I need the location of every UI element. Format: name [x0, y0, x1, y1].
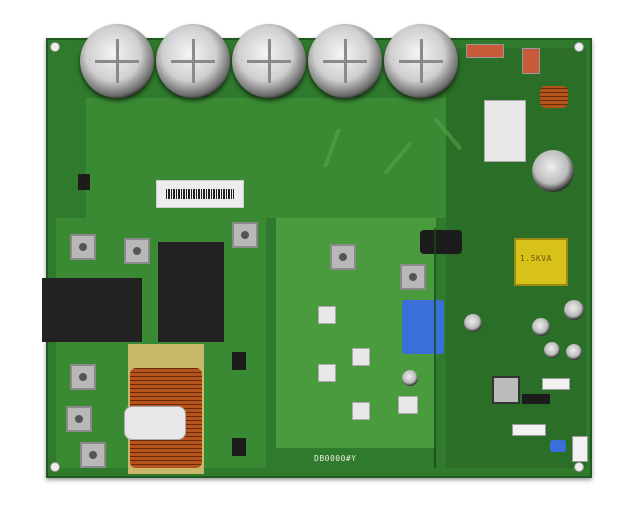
electrolytic-capacitor-small [566, 344, 582, 360]
electrolytic-capacitor-small [532, 318, 550, 336]
header-connector [572, 436, 588, 462]
barcode [165, 188, 235, 200]
terminal-pad [70, 364, 96, 390]
electrolytic-capacitor-small [564, 300, 584, 320]
header-connector [542, 378, 570, 390]
blue-connector [550, 440, 566, 452]
electrolytic-capacitor [232, 24, 306, 98]
transistor [232, 438, 246, 456]
ground-plane-top [86, 98, 466, 218]
relay [484, 100, 526, 162]
mounting-hole [574, 42, 584, 52]
mounting-hole [574, 462, 584, 472]
terminal-pad [400, 264, 426, 290]
electrolytic-capacitor [80, 24, 154, 98]
terminal-pad [124, 238, 150, 264]
pcb-board: 1.5KVA DB0000#Y [42, 24, 592, 478]
transformer [514, 238, 568, 286]
electrolytic-capacitor-small [464, 314, 482, 332]
microcontroller [492, 376, 520, 404]
transistor [78, 174, 90, 190]
small-component [352, 348, 370, 366]
header-connector [512, 424, 546, 436]
small-component [398, 396, 418, 414]
film-capacitor [402, 300, 444, 354]
electrolytic-capacitor-small [402, 370, 418, 386]
connector [466, 44, 504, 58]
ic-chip [522, 394, 550, 404]
power-connector [420, 230, 462, 254]
transistor [232, 352, 246, 370]
terminal-pad [330, 244, 356, 270]
toroid-core-clip [124, 406, 186, 440]
power-module [158, 242, 224, 342]
electrolytic-capacitor-small [532, 150, 574, 192]
barcode-sticker [156, 180, 244, 208]
electrolytic-capacitor-small [544, 342, 560, 358]
terminal-pad [66, 406, 92, 432]
small-component [318, 306, 336, 324]
terminal-pad [80, 442, 106, 468]
divider-line [434, 228, 436, 468]
choke-coil [540, 86, 568, 108]
terminal-pad [70, 234, 96, 260]
transformer-marking: 1.5KVA [520, 254, 552, 263]
mounting-hole [50, 462, 60, 472]
terminal-pad [232, 222, 258, 248]
electrolytic-capacitor [384, 24, 458, 98]
small-component [352, 402, 370, 420]
mounting-hole [50, 42, 60, 52]
power-module [42, 278, 142, 342]
electrolytic-capacitor [156, 24, 230, 98]
electrolytic-capacitor [308, 24, 382, 98]
connector [522, 48, 540, 74]
silkscreen-marking: DB0000#Y [314, 454, 357, 463]
small-component [318, 364, 336, 382]
